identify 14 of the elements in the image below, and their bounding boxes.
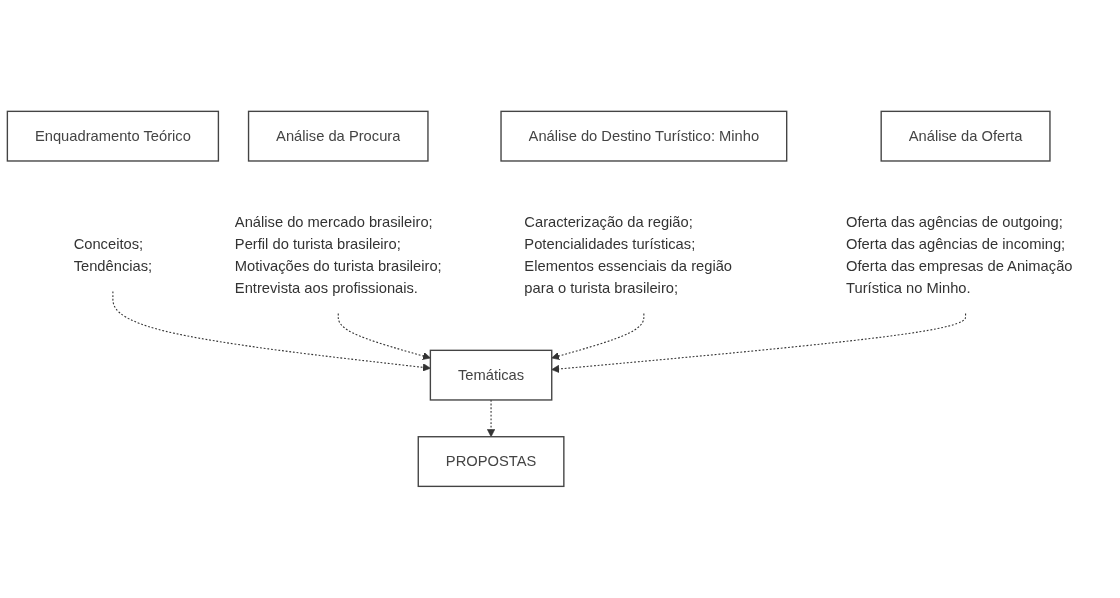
arrow bbox=[551, 313, 645, 361]
node-text: Caracterização da região; Potencialidades turísticas; Elementos essenciais da região para o turista brasileiro; bbox=[524, 214, 733, 297]
node-box: PROPOSTAS bbox=[417, 436, 565, 488]
node-text: Análise do mercado brasileiro; Perfil do turista brasileiro; Motivações do turista brasileiro; Entrevista aos profissionais. bbox=[234, 214, 442, 297]
arrow bbox=[551, 313, 967, 374]
node-box: Análise da Procura bbox=[247, 110, 429, 162]
node-text: Oferta das agências de outgoing; Oferta das agências de incoming; Oferta das empresas de Animação Turística no Minho. bbox=[846, 214, 1073, 297]
arrow bbox=[112, 291, 431, 372]
node-box: Enquadramento Teórico bbox=[6, 110, 220, 162]
node-box: Temáticas bbox=[429, 349, 553, 401]
node-box: Análise do Destino Turístico: Minho bbox=[500, 110, 788, 162]
node-box: Análise da Oferta bbox=[880, 110, 1051, 162]
arrow bbox=[337, 313, 431, 361]
node-text: Conceitos; Tendências; bbox=[73, 236, 153, 275]
